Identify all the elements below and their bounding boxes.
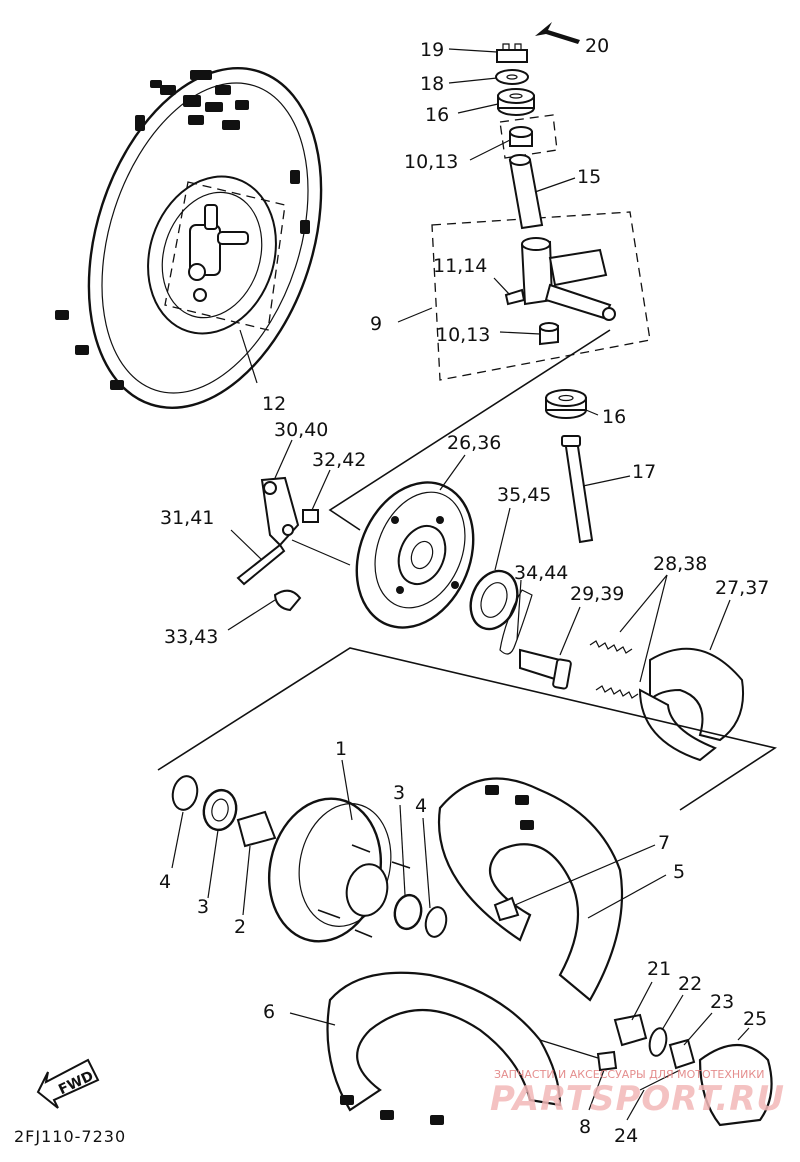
watermark: PARTSPORT.RU ЗАПЧАСТИ И АКСЕССУАРЫ ДЛЯ М… bbox=[490, 1068, 785, 1119]
assembled-wheel-illustration bbox=[55, 67, 323, 409]
leader-lines bbox=[171, 48, 750, 1121]
diagram-code: 2FJ110-7230 bbox=[14, 1127, 126, 1146]
callout-19: 19 bbox=[420, 39, 444, 61]
callout-4-right: 4 bbox=[415, 795, 427, 817]
callout-12: 12 bbox=[262, 393, 286, 415]
callout-6: 6 bbox=[263, 1001, 275, 1023]
callout-10-13-lower: 10,13 bbox=[436, 324, 490, 346]
callout-15: 15 bbox=[577, 166, 601, 188]
knuckle-assembly bbox=[431, 43, 651, 544]
watermark-caption: ЗАПЧАСТИ И АКСЕССУАРЫ ДЛЯ МОТОТЕХНИКИ bbox=[494, 1068, 764, 1081]
callout-5: 5 bbox=[673, 861, 685, 883]
callout-21: 21 bbox=[647, 958, 671, 980]
callout-16-lower: 16 bbox=[602, 406, 626, 428]
callout-7: 7 bbox=[658, 832, 670, 854]
callout-17: 17 bbox=[632, 461, 656, 483]
callout-1: 1 bbox=[335, 738, 347, 760]
callout-labels: 20 19 18 16 10,13 15 11,14 9 10,13 16 17… bbox=[159, 35, 769, 1147]
callout-35-45: 35,45 bbox=[497, 484, 551, 506]
hub-and-rim-illustration bbox=[157, 647, 778, 1127]
callout-8: 8 bbox=[579, 1116, 591, 1138]
callout-4-left: 4 bbox=[159, 871, 171, 893]
callout-25: 25 bbox=[743, 1008, 767, 1030]
callout-24: 24 bbox=[614, 1125, 638, 1147]
callout-2: 2 bbox=[234, 916, 246, 938]
callout-33-43: 33,43 bbox=[164, 626, 218, 648]
callout-16-upper: 16 bbox=[425, 104, 449, 126]
watermark-brand: PARTSPORT.RU bbox=[490, 1079, 785, 1119]
callout-9: 9 bbox=[370, 313, 382, 335]
callout-34-44: 34,44 bbox=[514, 562, 568, 584]
callout-10-13-upper: 10,13 bbox=[404, 151, 458, 173]
callout-3-right: 3 bbox=[393, 782, 405, 804]
callout-22: 22 bbox=[678, 973, 702, 995]
callout-20: 20 bbox=[585, 35, 609, 57]
callout-31-41: 31,41 bbox=[160, 507, 214, 529]
callout-11-14: 11,14 bbox=[433, 255, 487, 277]
callout-29-39: 29,39 bbox=[570, 583, 624, 605]
callout-26-36: 26,36 bbox=[447, 432, 501, 454]
callout-18: 18 bbox=[420, 73, 444, 95]
callout-28-38: 28,38 bbox=[653, 553, 707, 575]
arrow-marker bbox=[535, 22, 580, 44]
direction-badge: FWD bbox=[36, 1058, 100, 1109]
callout-23: 23 bbox=[710, 991, 734, 1013]
callout-27-37: 27,37 bbox=[715, 577, 769, 599]
callout-32-42: 32,42 bbox=[312, 449, 366, 471]
brake-assembly bbox=[236, 329, 744, 762]
callout-3-left: 3 bbox=[197, 896, 209, 918]
callout-30-40: 30,40 bbox=[274, 419, 328, 441]
